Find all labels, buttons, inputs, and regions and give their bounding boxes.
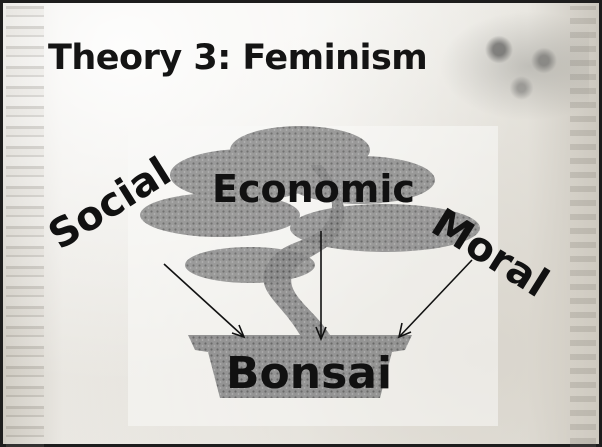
arrow-head — [315, 326, 327, 342]
grunge-texture-left — [6, 6, 44, 447]
arrow-head — [397, 322, 412, 339]
ink-flower-decoration — [439, 11, 589, 121]
slide-title: Theory 3: Feminism — [48, 38, 428, 78]
bonsai-pot — [188, 335, 412, 398]
label-bonsai: Bonsai — [226, 348, 393, 399]
arrow-head — [231, 324, 246, 339]
arrow-icon — [163, 263, 244, 337]
arrow-icon — [399, 259, 473, 337]
arrows — [163, 231, 473, 342]
label-economic: Economic — [212, 167, 415, 211]
tree-trunk — [263, 165, 344, 335]
